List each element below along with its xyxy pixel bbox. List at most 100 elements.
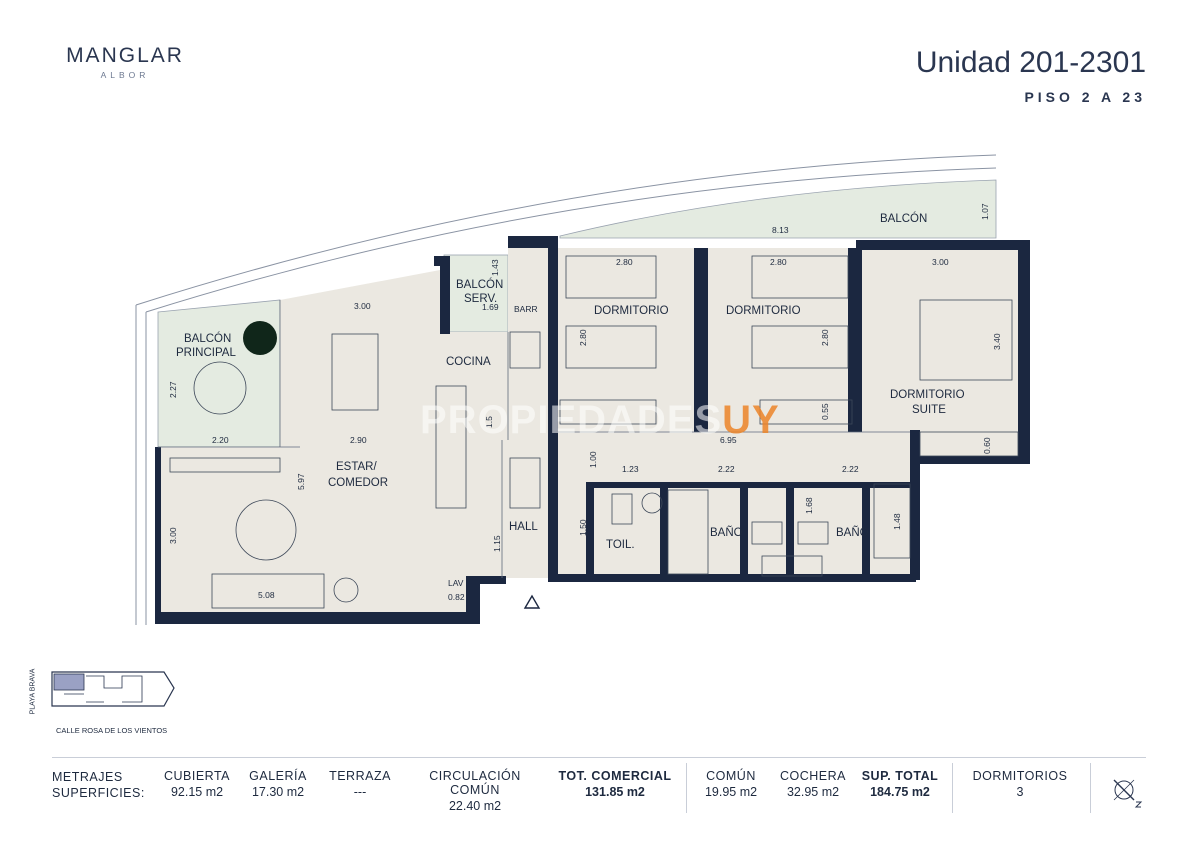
dim-estar-h: 5.97 bbox=[296, 473, 306, 490]
interior-lines bbox=[158, 300, 910, 578]
watermark-accent: UY bbox=[722, 398, 780, 442]
summary-sup-total-label: SUP. TOTAL bbox=[861, 769, 939, 783]
label-suite-2: SUITE bbox=[912, 404, 946, 416]
summary-tot-comercial-label: TOT. COMERCIAL bbox=[558, 769, 672, 783]
floor-range: PISO 2 A 23 bbox=[1024, 89, 1146, 105]
dim-bano2-w: 2.22 bbox=[842, 464, 859, 474]
summary-dormitorios-value: 3 bbox=[1016, 785, 1024, 799]
dim-balcon-w: 8.13 bbox=[772, 225, 789, 235]
dim-d1-h: 2.80 bbox=[578, 329, 588, 346]
dim-d1-w: 2.80 bbox=[616, 257, 633, 267]
floor-plan: BALCÓN BALCÓN PRINCIPAL BALCÓN SERV. BAR… bbox=[135, 154, 1030, 625]
summary-comun: COMÚN 19.95 m2 bbox=[696, 769, 766, 799]
dim-principal-w: 2.20 bbox=[212, 435, 229, 445]
watermark-main: PROPIEDADES bbox=[420, 398, 723, 442]
summary-cochera: COCHERA 32.95 m2 bbox=[776, 769, 850, 799]
summary-terraza-value: --- bbox=[353, 785, 367, 799]
summary-cubierta-label: CUBIERTA bbox=[163, 769, 231, 783]
dim-sofa-w: 5.08 bbox=[258, 590, 275, 600]
summary-sup-total: SUP. TOTAL 184.75 m2 bbox=[858, 769, 942, 799]
summary-heading: METRAJES SUPERFICIES: bbox=[52, 769, 145, 801]
label-estar-2: COMEDOR bbox=[328, 477, 388, 489]
dim-d2-w: 2.80 bbox=[770, 257, 787, 267]
summary-tot-comercial-value: 131.85 m2 bbox=[585, 785, 645, 799]
summary-comun-value: 19.95 m2 bbox=[704, 785, 758, 799]
summary-heading-2: SUPERFICIES: bbox=[52, 786, 145, 800]
street-label: CALLE ROSA DE LOS VIENTOS bbox=[56, 726, 168, 735]
summary-cubierta: CUBIERTA 92.15 m2 bbox=[160, 769, 234, 799]
dim-hall-h: 1.00 bbox=[588, 451, 598, 468]
summary-separator-3 bbox=[1090, 763, 1091, 813]
label-toil: TOIL. bbox=[606, 539, 635, 551]
label-balcon-principal-1: BALCÓN bbox=[184, 332, 231, 345]
footer-divider bbox=[52, 757, 1146, 758]
label-balcon-serv-2: SERV. bbox=[464, 293, 497, 305]
summary-galeria-label: GALERÍA bbox=[249, 769, 307, 783]
label-bano-1: BAÑO bbox=[710, 526, 743, 539]
brand-sub: ALBOR bbox=[100, 70, 150, 80]
label-cocina: COCINA bbox=[446, 356, 491, 368]
summary-comun-label: COMÚN bbox=[706, 769, 756, 783]
label-lav: LAV bbox=[448, 578, 464, 588]
label-bano-2: BAÑO bbox=[836, 526, 869, 539]
dim-serv-w: 1.69 bbox=[482, 302, 499, 312]
north-compass-icon bbox=[1113, 779, 1143, 808]
furniture bbox=[169, 255, 1019, 609]
label-balcon: BALCÓN bbox=[880, 212, 927, 225]
dim-toil-h: 1.50 bbox=[578, 519, 588, 536]
dim-estar-top: 3.00 bbox=[354, 301, 371, 311]
summary-galeria-value: 17.30 m2 bbox=[251, 785, 305, 799]
summary-circulacion-value: 22.40 m2 bbox=[448, 799, 502, 813]
label-barr: BARR bbox=[514, 304, 538, 314]
dim-balcon-h: 1.07 bbox=[980, 203, 990, 220]
summary-cubierta-value: 92.15 m2 bbox=[170, 785, 224, 799]
label-balcon-serv-1: BALCÓN bbox=[456, 278, 503, 291]
dim-d2-small: 0.55 bbox=[820, 403, 830, 420]
brand-name: MANGLAR bbox=[66, 44, 184, 67]
dim-bano2-h: 1.48 bbox=[892, 513, 902, 530]
summary-terraza: TERRAZA --- bbox=[322, 769, 398, 799]
summary-terraza-label: TERRAZA bbox=[329, 769, 391, 783]
dim-suite-small: 0.60 bbox=[982, 437, 992, 454]
dim-lav-w: 0.82 bbox=[448, 592, 465, 602]
label-suite-1: DORMITORIO bbox=[890, 389, 965, 401]
dim-d2-h: 2.80 bbox=[820, 329, 830, 346]
exterior-walls bbox=[155, 236, 1030, 624]
floor-area bbox=[158, 248, 1026, 620]
dim-suite-w: 3.00 bbox=[932, 257, 949, 267]
dim-hall-v: 1.15 bbox=[492, 535, 502, 552]
balcony-area bbox=[559, 179, 997, 239]
summary-cochera-label: COCHERA bbox=[779, 769, 846, 783]
dim-bano1-w: 2.22 bbox=[718, 464, 735, 474]
summary-galeria: GALERÍA 17.30 m2 bbox=[242, 769, 314, 799]
summary-circulacion: CIRCULACIÓN COMÚN 22.40 m2 bbox=[404, 769, 546, 813]
facade-curve-inner bbox=[145, 167, 997, 313]
label-balcon-principal-2: PRINCIPAL bbox=[176, 347, 236, 359]
watermark: PROPIEDADESUY bbox=[420, 398, 780, 443]
summary-cochera-value: 32.95 m2 bbox=[786, 785, 840, 799]
summary-separator-1 bbox=[686, 763, 687, 813]
dim-suite-h: 3.40 bbox=[992, 333, 1002, 350]
facade-curve bbox=[135, 154, 997, 306]
dim-hall-w: 6.95 bbox=[720, 435, 737, 445]
label-dormitorio-1: DORMITORIO bbox=[594, 305, 669, 317]
summary-tot-comercial: TOT. COMERCIAL 131.85 m2 bbox=[556, 769, 674, 799]
brand-logo: MANGLAR ALBOR bbox=[58, 44, 192, 80]
tree-icon bbox=[243, 321, 277, 355]
summary-dormitorios: DORMITORIOS 3 bbox=[962, 769, 1078, 799]
dim-living-h: 3.00 bbox=[168, 527, 178, 544]
dim-serv-h: 1.43 bbox=[490, 259, 500, 276]
summary-separator-2 bbox=[952, 763, 953, 813]
label-hall: HALL bbox=[509, 521, 538, 533]
balcon-serv-area bbox=[443, 254, 509, 333]
unit-title: Unidad 201-2301 bbox=[915, 46, 1146, 79]
building-keymap bbox=[51, 671, 175, 707]
summary-sup-total-value: 184.75 m2 bbox=[870, 785, 930, 799]
dim-cocina-small: 1.5 bbox=[484, 416, 494, 428]
label-dormitorio-2: DORMITORIO bbox=[726, 305, 801, 317]
summary-heading-1: METRAJES bbox=[52, 770, 123, 784]
entrance-arrow-icon bbox=[523, 594, 541, 609]
dim-bano-h: 1.68 bbox=[804, 497, 814, 514]
dim-toil-w: 1.23 bbox=[622, 464, 639, 474]
summary-dormitorios-label: DORMITORIOS bbox=[972, 769, 1068, 783]
